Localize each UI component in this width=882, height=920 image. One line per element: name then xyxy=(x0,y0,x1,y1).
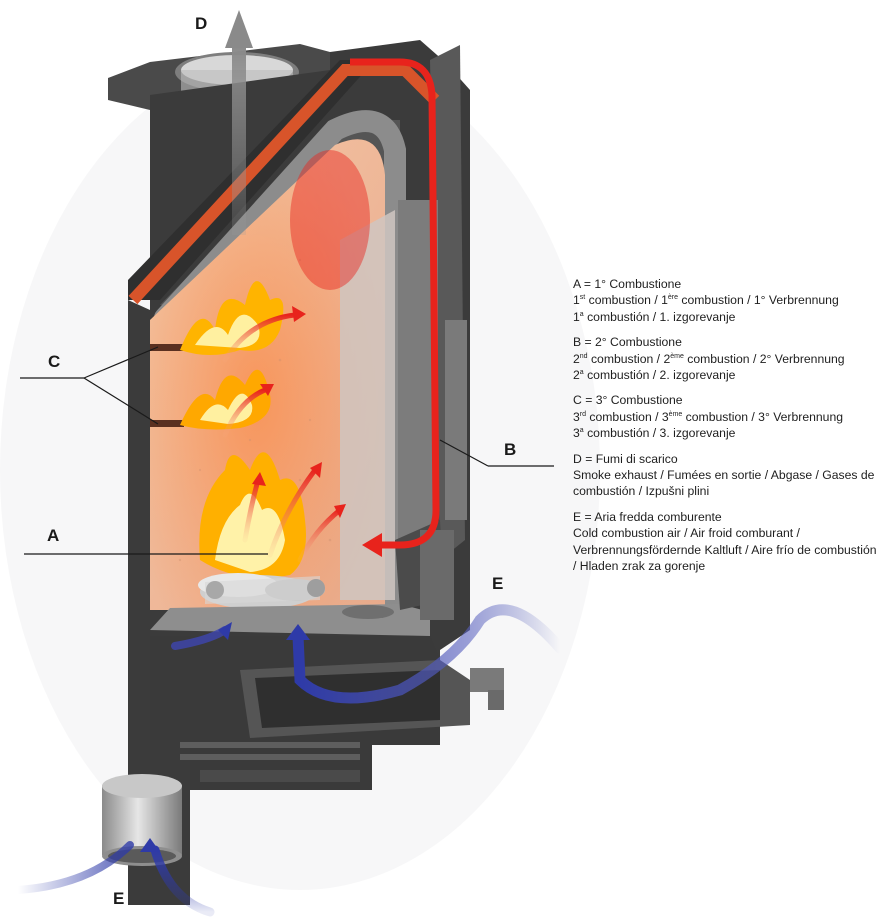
cold-arrowheads xyxy=(140,622,310,852)
legend-line: Smoke exhaust / Fumées en sortie / Abgas… xyxy=(573,468,875,499)
rising-arrows xyxy=(222,312,343,563)
intake-pipe xyxy=(102,774,182,866)
legend-line: 2nd combustion / 2ème combustion / 2° Ve… xyxy=(573,351,845,366)
right-channel xyxy=(395,200,454,620)
legend-line: 3a combustión / 3. izgorevanje xyxy=(573,426,736,441)
flames xyxy=(180,281,306,578)
legend-entry-a: A = 1° Combustione 1st combustion / 1ère … xyxy=(573,276,878,325)
legend-title: D = Fumi di scarico xyxy=(573,451,678,466)
callout-d: D xyxy=(195,14,208,33)
logs xyxy=(198,573,325,609)
rising-arrowheads xyxy=(252,306,346,518)
legend-line: 3rd combustion / 3ème combustion / 3° Ve… xyxy=(573,409,844,424)
legend-title: B = 2° Combustione xyxy=(573,335,682,350)
callout-c: C xyxy=(48,352,61,371)
legend-title: A = 1° Combustione xyxy=(573,277,682,291)
tertiary-air-bars xyxy=(150,344,184,427)
legend-title: C = 3° Combustione xyxy=(573,393,683,408)
callout-e-right: E xyxy=(492,574,504,593)
legend-title: E = Aria fredda comburente xyxy=(573,509,722,524)
leader-lines xyxy=(20,346,554,555)
callout-a: A xyxy=(47,526,60,545)
legend: A = 1° Combustione 1st combustion / 1ère … xyxy=(573,276,878,584)
legend-line: 1st combustion / 1ère combustion / 1° Ve… xyxy=(573,293,839,308)
baffle xyxy=(154,110,406,621)
legend-line: Cold combustion air / Air froid comburan… xyxy=(573,526,877,574)
callout-e-bottom: E xyxy=(113,889,125,908)
legend-line: 2a combustión / 2. izgorevanje xyxy=(573,368,736,383)
exhaust-arrow xyxy=(225,10,253,235)
firebox xyxy=(150,139,395,611)
callout-b: B xyxy=(504,440,517,459)
secondary-flow xyxy=(350,58,440,557)
legend-line: 1a combustión / 1. izgorevanje xyxy=(573,309,736,324)
